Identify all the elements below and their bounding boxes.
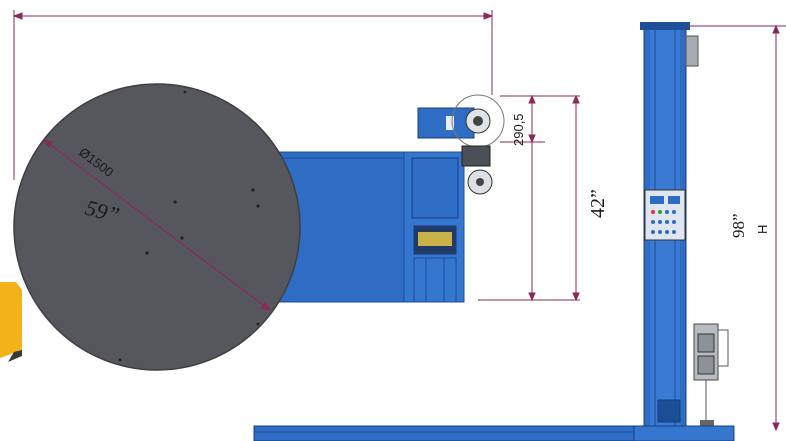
- film-carriage-head: [417, 94, 505, 195]
- mast-height-imperial-label: 98”: [729, 213, 748, 238]
- overall-width-dimension: [12, 10, 494, 180]
- mast-height-symbol-label: H: [755, 225, 770, 234]
- yellow-accent-shadow: [8, 350, 22, 362]
- head-offset-label: 290,5: [511, 113, 526, 146]
- base-plate: [253, 425, 735, 441]
- table-height-dimension: [478, 94, 580, 302]
- turntable-disc: [13, 83, 301, 371]
- yellow-accent-shape: [0, 282, 22, 358]
- mast-motor: [693, 323, 729, 428]
- control-panel: [644, 189, 686, 241]
- diameter-dimension: [42, 139, 272, 311]
- mast-height-dimension: [690, 24, 786, 432]
- table-height-label: 42”: [587, 189, 609, 218]
